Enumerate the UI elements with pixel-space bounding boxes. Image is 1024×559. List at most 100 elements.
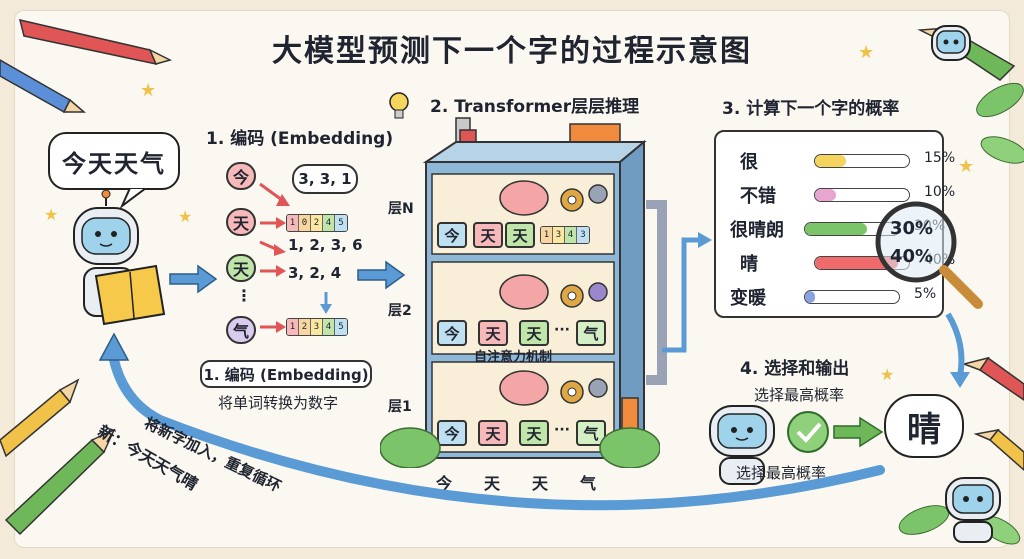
step4-title: 4. 选择和输出 (740, 359, 850, 379)
waving-robot-icon (945, 477, 1001, 543)
layer-token: 天 (473, 222, 503, 248)
prob-bar (804, 290, 900, 304)
pencil-icon (0, 378, 80, 458)
input-bubble: 今天天气 (48, 132, 180, 190)
brain-gear-icon (499, 274, 608, 310)
star-icon: ★ (880, 365, 894, 384)
pipe-icon (646, 200, 712, 385)
arrow-icon (259, 182, 290, 206)
leaf-icon (976, 82, 1024, 118)
step3-title: 3. 计算下一个字的概率 (722, 99, 900, 119)
lightbulb-icon (389, 92, 409, 119)
layer-label-n: 层N (388, 201, 414, 217)
sequence-2: 1, 2, 3, 6 (288, 236, 363, 254)
arrow-icon (357, 260, 406, 290)
prob-bar (814, 154, 910, 168)
brain-gear-icon (499, 370, 608, 406)
page-title: 大模型预测下一个字的过程示意图 (272, 34, 752, 69)
vector-cell: 4 (323, 319, 335, 335)
layer-label-2: 层2 (388, 303, 412, 319)
star-icon: ★ (958, 156, 974, 177)
token-tian: 天 (226, 254, 256, 282)
output-bubble: 晴 (884, 394, 964, 458)
pencil-icon (4, 428, 116, 536)
bottom-token: 天 (484, 474, 501, 493)
vector-cell: 5 (335, 319, 347, 335)
arrow-icon (945, 312, 970, 388)
magnified-percent: 30% (890, 218, 934, 239)
vector-cell: 2 (299, 319, 311, 335)
layer-token: 今 (437, 320, 467, 346)
layer-token: 气 (576, 420, 606, 446)
bush-icon (380, 427, 660, 468)
prob-word: 变暖 (730, 288, 766, 309)
bottom-token: 天 (532, 474, 549, 493)
prob-word: 很 (740, 152, 758, 173)
step1-subtitle-box: 1. 编码 (Embedding) (200, 360, 372, 388)
prob-word: 晴 (740, 254, 758, 275)
prob-row: 很 15% (740, 148, 970, 174)
embedding-vector: 1 0 2 4 5 (286, 214, 348, 232)
vector-cell: 3 (311, 319, 323, 335)
pencil-icon (973, 428, 1024, 472)
pencil-icon (0, 59, 87, 114)
robot-icon (709, 405, 775, 485)
vector-cell: 2 (311, 215, 323, 231)
step4-label-top: 选择最高概率 (754, 386, 845, 404)
brain-gear-icon (499, 180, 608, 216)
bottom-token: 气 (580, 474, 597, 493)
sequence-1: 3, 3, 1 (298, 170, 352, 188)
check-icon (787, 411, 884, 453)
pencil-icon (961, 356, 1024, 401)
layer-token: 天 (519, 320, 549, 346)
layer-label-1: 层1 (388, 399, 412, 415)
step1-subtitle: 1. 编码 (Embedding) (203, 365, 369, 384)
layer-token: 今 (437, 222, 467, 248)
token-jin: 今 (226, 162, 256, 190)
vector-cell: 4 (565, 227, 577, 243)
vector-cell: 4 (323, 215, 335, 231)
arrow-icon (169, 264, 218, 294)
prob-bar (804, 222, 900, 236)
prob-percent: 10% (924, 184, 956, 200)
step2-title: 2. Transformer层层推理 (430, 97, 640, 117)
attention-label: 自注意力机制 (474, 350, 553, 365)
prob-percent: 5% (914, 286, 937, 302)
ellipsis: ⋮ (236, 286, 252, 305)
vector-cell: 5 (335, 215, 347, 231)
layer-token: 天 (478, 420, 508, 446)
ellipsis: ··· (554, 322, 570, 338)
arrow-icon (260, 217, 286, 229)
arrow-icon (260, 321, 286, 333)
layer-token: 天 (519, 420, 549, 446)
vector-cell: 1 (541, 227, 553, 243)
step1-column: 今 天 天 ⋮ 气 (220, 150, 380, 350)
magnified-percent: 40% (890, 246, 934, 267)
star-icon: ★ (858, 42, 874, 63)
embedding-vector: 1 2 3 4 5 (286, 318, 348, 336)
vector-cell: 1 (287, 215, 299, 231)
leaf-icon (980, 136, 1024, 164)
step1-desc: 将单词转换为数字 (218, 394, 339, 412)
arrow-icon (320, 292, 332, 314)
prob-word: 很晴朗 (730, 220, 784, 241)
vector-cell: 3 (553, 227, 565, 243)
input-text: 今天天气 (62, 149, 166, 178)
step4-label-bottom: 选择最高概率 (736, 464, 827, 482)
prob-bar (814, 188, 910, 202)
robot-head-icon (931, 25, 971, 61)
token-qi: 气 (226, 316, 256, 344)
prob-fill (815, 257, 898, 269)
output-text: 晴 (907, 409, 941, 450)
layer-token: 气 (576, 320, 606, 346)
vector-cell: 3 (577, 227, 589, 243)
prob-fill (815, 189, 836, 201)
number-bubble: 3, 3, 1 (292, 164, 358, 194)
magnifier-icon (875, 201, 983, 309)
layer-vector: 1 3 4 3 (540, 226, 590, 244)
layer-token: 天 (478, 320, 508, 346)
prob-fill (805, 291, 816, 303)
sequence-3: 3, 2, 4 (288, 264, 342, 282)
star-icon: ★ (140, 80, 156, 101)
